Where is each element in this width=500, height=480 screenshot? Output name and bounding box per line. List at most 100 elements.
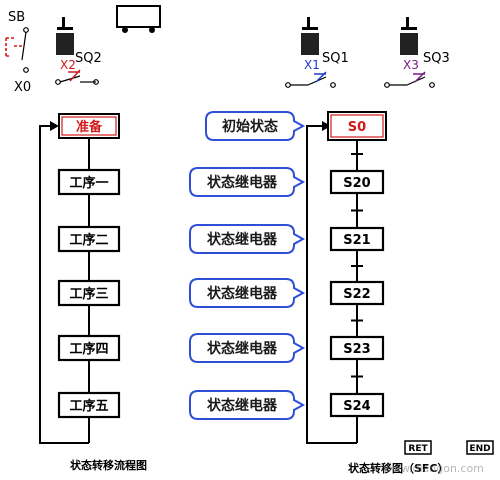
sb-top-terminal	[23, 27, 29, 33]
cart-body	[116, 5, 161, 28]
sq2-actuator	[68, 69, 81, 82]
sq3-actuator	[413, 71, 426, 83]
sb-bottom-terminal	[23, 67, 29, 73]
right-loop-arrowhead	[322, 121, 331, 131]
right-step-3: S22	[329, 280, 385, 306]
right-step-1: S20	[329, 169, 385, 195]
x0-label: X0	[14, 80, 31, 95]
sq1-label: SQ1	[322, 51, 349, 66]
callout-bubble-frame	[189, 167, 306, 197]
right-step-label: S0	[348, 120, 366, 135]
cart-wheel-right	[149, 27, 155, 33]
callout-bubble-label: 状态继电器	[207, 285, 278, 302]
end-button-label: END	[469, 444, 490, 454]
sb-label: SB	[8, 10, 25, 25]
ret-button[interactable]: RET	[404, 440, 432, 455]
sq2-cap	[57, 27, 73, 30]
callout-bubble-3: 状态继电器	[189, 278, 306, 308]
limit-switch-sq2: SQ2 X2	[55, 17, 102, 85]
left-step-0: 准备	[58, 113, 120, 139]
callout-bubble-label: 状态继电器	[207, 340, 278, 357]
callout-bubble-2: 状态继电器	[189, 224, 306, 254]
right-step-box	[329, 335, 385, 361]
right-step-5: S24	[329, 392, 385, 418]
limit-switch-sq3: SQ3 X3	[384, 17, 450, 88]
sq1-actuator	[314, 71, 327, 83]
right-step-box	[330, 114, 384, 138]
sb-actuator-symbol	[5, 37, 22, 57]
left-step-label: 工序一	[69, 175, 108, 191]
left-step-box	[57, 279, 121, 307]
right-step-label: S21	[343, 233, 370, 248]
callout-bubble-label: 状态继电器	[207, 397, 278, 414]
sq3-label: SQ3	[423, 51, 450, 66]
sq2-label: SQ2	[75, 51, 102, 66]
left-step-box	[58, 113, 120, 139]
sq3-terminal-left	[384, 82, 390, 88]
x2-label: X2	[60, 58, 76, 72]
sq1-body	[301, 33, 319, 55]
watermark: www.diangon.com	[383, 462, 484, 475]
cart-wheel-left	[122, 27, 128, 33]
ret-button-label: RET	[408, 444, 428, 454]
left-step-4: 工序四	[57, 334, 121, 362]
right-return-loop	[306, 125, 357, 444]
left-step-box	[57, 334, 121, 362]
left-step-3: 工序三	[57, 279, 121, 307]
right-step-label: S24	[343, 399, 370, 414]
right-step-4: S23	[329, 335, 385, 361]
left-step-label: 工序四	[69, 341, 108, 357]
callout-bubble-frame	[189, 333, 306, 363]
sq2-terminal-left	[55, 79, 61, 85]
callout-bubble-label: 状态继电器	[207, 231, 278, 248]
left-return-loop	[39, 125, 89, 444]
right-caption: 状态转移图（SFC）	[348, 461, 449, 475]
sq2-stem	[62, 17, 65, 27]
ret-button-frame	[404, 440, 432, 455]
left-step-2: 工序二	[57, 225, 121, 253]
left-step-5: 工序五	[57, 391, 121, 419]
sq3-terminal-right	[429, 82, 435, 88]
sq1-cap	[302, 27, 318, 30]
sq3-cap	[401, 27, 417, 30]
right-step-label: S22	[343, 287, 370, 302]
sq1-terminal-right	[330, 82, 336, 88]
right-step-label: S23	[343, 342, 370, 357]
callout-bubble-5: 状态继电器	[189, 390, 306, 420]
right-step-box	[329, 169, 385, 195]
left-step-label: 工序二	[69, 232, 108, 248]
right-step-0: S0	[327, 111, 387, 141]
right-step-label: S20	[343, 176, 370, 191]
left-step-label: 准备	[76, 119, 103, 135]
callout-bubble-frame	[205, 111, 306, 141]
callout-bubble-label: 初始状态	[222, 118, 278, 135]
callout-bubble-label: 状态继电器	[207, 174, 278, 191]
left-step-box	[57, 168, 121, 196]
sq1-terminal-left	[285, 82, 291, 88]
callout-bubble-0: 初始状态	[205, 111, 306, 141]
end-button[interactable]: END	[466, 440, 494, 455]
sq1-stem	[307, 17, 310, 27]
callout-bubble-1: 状态继电器	[189, 167, 306, 197]
left-caption: 状态转移流程图	[70, 458, 147, 472]
callout-bubble-frame	[189, 278, 306, 308]
cart-icon	[116, 5, 161, 33]
left-step-1: 工序一	[57, 168, 121, 196]
x1-label: X1	[304, 58, 320, 72]
end-button-frame	[466, 440, 494, 455]
sb-switch: SB X0	[5, 10, 31, 95]
callout-bubble-frame	[189, 224, 306, 254]
x3-label: X3	[403, 58, 419, 72]
sb-contact	[21, 31, 27, 61]
sq3-body	[400, 33, 418, 55]
right-step-2: S21	[329, 226, 385, 252]
left-step-label: 工序五	[69, 398, 108, 414]
limit-switch-sq1: SQ1 X1	[285, 17, 349, 88]
left-loop-arrowhead	[50, 121, 59, 131]
